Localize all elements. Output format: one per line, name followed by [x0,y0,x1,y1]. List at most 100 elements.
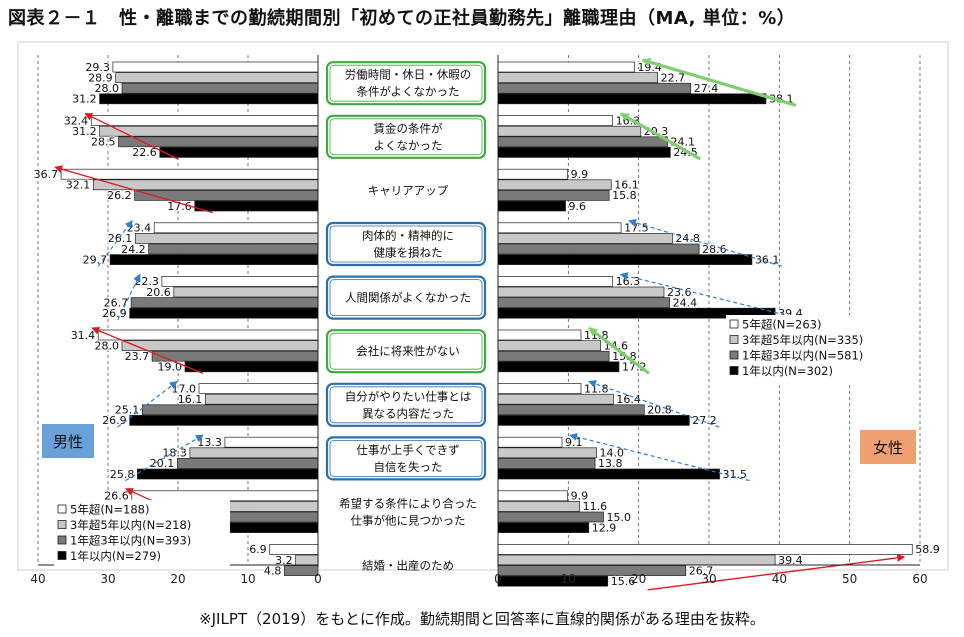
male-value-label-r8-s0: 26.6 [104,490,129,503]
female-bar-5年超-r5 [497,329,582,341]
female-bar-3年超5年以内-r6 [497,393,614,405]
male-bar-3年超5年以内-r4 [173,286,319,298]
male-bar-5年超-r5 [97,329,319,341]
male-bar-1年超3年以内-r0 [121,82,319,94]
female-legend-label-0: 5年超(N=263) [742,318,821,332]
category-box-inner-5 [329,332,483,370]
male-value-label-r2-s2: 26.2 [107,189,132,202]
male-bar-3年超5年以内-r5 [121,340,319,351]
male-value-label-r3-s2: 24.2 [121,243,146,256]
male-trend-arrow-4 [117,273,141,321]
female-tick-30: 30 [701,572,716,586]
category-box-1 [325,114,487,159]
female-bar-1年超3年以内-r2 [497,190,610,201]
female-value-label-r4-s0: 16.3 [616,275,641,288]
female-trend-arrow-5 [588,326,650,375]
male-tick-0: 0 [314,572,322,586]
category-box-3 [325,221,487,267]
female-tick-20: 20 [631,572,646,586]
male-bar-1年以内-r2 [194,200,319,212]
category-label-4-line-0: 人間関係がよくなかった [345,291,471,305]
male-value-label-r4-s2: 26.7 [104,296,129,309]
female-badge-label: 女性 [873,439,903,457]
female-value-label-r9-s2: 26.7 [689,564,714,577]
male-trend-arrow-2 [54,165,213,214]
category-box-inner-0 [329,64,483,102]
category-box-inner-1 [329,118,483,156]
female-bar-3年超5年以内-r1 [497,125,642,137]
male-value-label-r6-s1: 16.1 [178,393,203,406]
female-bar-3年超5年以内-r8 [497,501,580,512]
female-value-label-r2-s3: 9.6 [569,200,587,213]
male-bar-1年以内-r1 [159,147,319,158]
female-trend-arrow-0 [641,57,797,107]
male-value-label-r4-s1: 20.6 [146,286,171,299]
category-label-1-line-1: よくなかった [374,138,443,152]
male-bar-1年超3年以内-r6 [141,404,319,416]
female-trend-arrow-9 [647,553,906,591]
female-value-label-r9-s0: 58.9 [915,543,940,556]
female-value-label-r9-s3: 15.6 [611,575,636,588]
male-bar-1年以内-r4 [129,307,319,319]
male-bar-3年超5年以内-r7 [189,447,319,459]
male-value-label-r9-s2: 4.8 [264,564,282,577]
male-value-label-r2-s0: 36.7 [34,168,59,181]
female-trend-arrow-3 [628,218,783,267]
plot-frame [17,41,949,571]
male-trend-arrow-5 [91,326,204,375]
male-value-label-r0-s3: 31.2 [72,93,97,106]
male-bar-1年超3年以内-r8 [223,511,319,523]
female-bar-5年超-r6 [497,383,582,394]
female-bar-3年超5年以内-r9 [497,554,776,566]
category-box-inner-6 [329,386,483,424]
male-value-label-r0-s0: 29.3 [85,61,110,74]
female-tick-0: 0 [494,572,502,586]
female-value-label-r3-s0: 17.5 [624,222,649,235]
female-bar-1年以内-r1 [497,147,671,158]
female-bar-3年超5年以内-r7 [497,447,597,459]
male-value-label-r5-s0: 31.4 [71,329,96,342]
female-legend-swatch-1 [729,335,739,344]
legends: 男性女性5年超(N=188)3年超5年以内(N=218)1年超3年以内(N=39… [42,315,916,568]
female-bar-1年以内-r2 [497,200,566,212]
female-bar-1年超3年以内-r7 [497,458,596,469]
female-trend-arrow-6 [588,380,720,428]
male-bar-3年超5年以内-r6 [204,393,319,405]
category-label-3-line-1: 健康を損ねた [374,246,443,260]
male-bar-5年超-r1 [90,115,319,126]
female-tick-60: 60 [912,572,927,586]
female-bar-5年超-r4 [497,276,613,287]
category-box-6 [325,382,487,427]
female-value-label-r9-s1: 39.4 [778,554,803,567]
female-value-label-r6-s0: 11.8 [584,382,609,395]
male-value-label-r0-s1: 28.9 [88,71,113,84]
male-legend-label-2: 1年超3年以内(N=393) [70,534,191,548]
female-trend-arrow-4 [619,272,806,321]
category-label-2-line-0: キャリアアップ [368,183,449,197]
male-bar-3年超5年以内-r0 [115,72,319,83]
female-legend-label-2: 1年超3年以内(N=581) [742,349,863,363]
male-trend-arrow-6 [117,380,178,428]
male-value-label-r1-s2: 28.5 [91,136,116,149]
male-value-label-r9-s1: 3.2 [275,554,293,567]
male-value-label-r5-s3: 19.0 [158,361,183,374]
category-box-0 [325,61,487,106]
female-value-label-r1-s1: 20.3 [644,125,669,138]
male-value-label-r6-s2: 25.1 [115,404,140,417]
female-bar-1年以内-r6 [497,415,690,426]
male-bar-5年超-r3 [153,222,319,234]
female-bar-5年超-r7 [497,436,563,448]
female-value-label-r0-s2: 27.4 [694,82,719,95]
male-bar-1年超3年以内-r4 [130,297,319,308]
category-label-7-line-0: 仕事が上手くできず [356,443,459,457]
female-value-label-r2-s2: 15.8 [612,189,637,202]
male-value-label-r7-s3: 25.8 [110,468,135,481]
category-label-7-line-1: 自信を失った [374,460,443,474]
category-label-8-line-0: 希望する条件により合った [339,497,477,511]
female-bar-1年以内-r5 [497,361,620,373]
male-value-label-r7-s0: 13.3 [197,436,222,449]
male-bar-5年超-r4 [161,276,319,287]
source-note: ※JILPT（2019）をもとに作成。勤続期間と回答率に直線的関係がある理由を抜… [199,610,765,628]
male-bar-5年超-r8 [131,490,319,502]
